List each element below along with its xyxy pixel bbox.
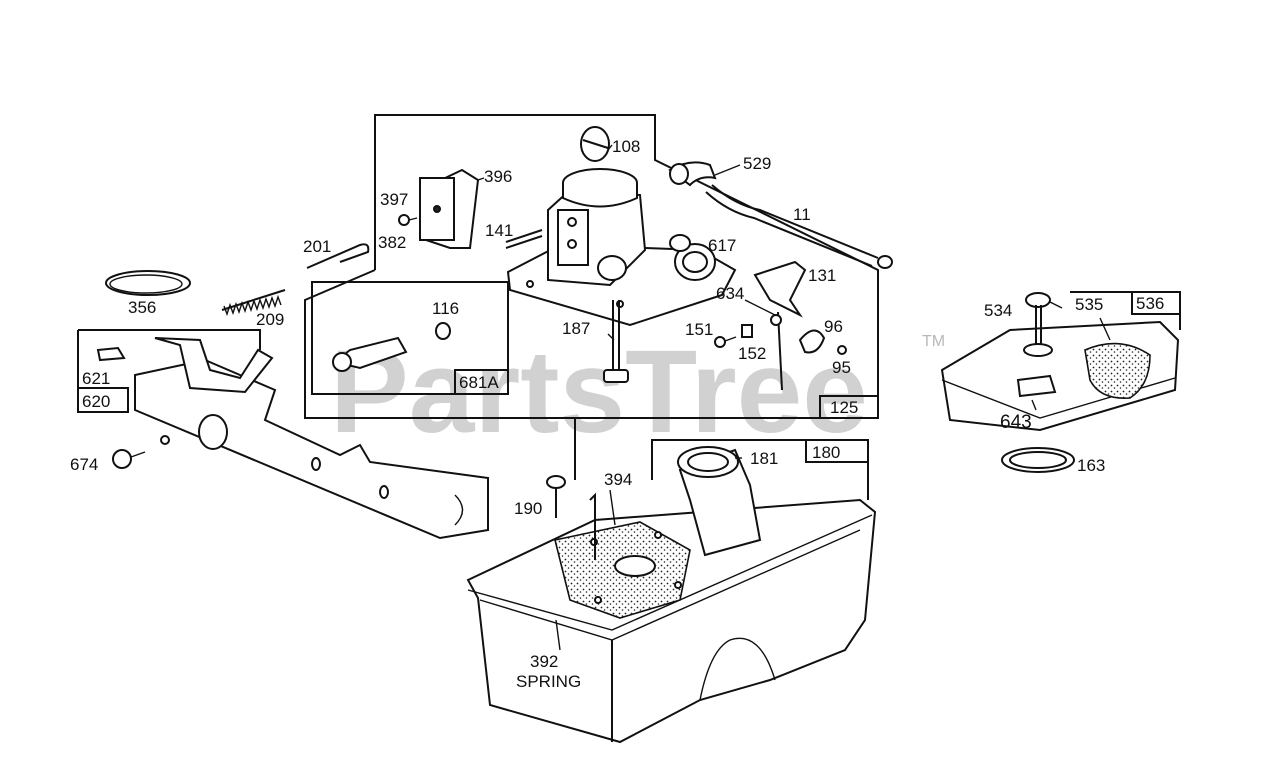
group-frame-left xyxy=(304,269,575,419)
box-180 xyxy=(805,439,869,463)
label-95: 95 xyxy=(832,358,851,377)
label-394: 394 xyxy=(604,470,632,489)
label-190: 190 xyxy=(514,499,542,518)
box-620 xyxy=(77,387,129,413)
element-643 xyxy=(1016,374,1057,398)
screw-151 xyxy=(714,336,726,348)
label-187: 187 xyxy=(562,319,590,338)
box-681a xyxy=(311,281,509,395)
group-frame-125 xyxy=(374,114,879,480)
label-382: 382 xyxy=(378,233,406,252)
label-151: 151 xyxy=(685,320,713,339)
label-356: 356 xyxy=(128,298,156,317)
label-529: 529 xyxy=(743,154,771,173)
screw-190 xyxy=(546,475,566,489)
control-bracket-group xyxy=(77,270,489,540)
label-536: 536 xyxy=(1136,294,1164,313)
shaft-141 xyxy=(505,229,543,243)
label-108: 108 xyxy=(612,137,640,156)
throttle-131 xyxy=(753,260,807,318)
part-labels: 108 529 396 397 382 141 201 617 11 131 6… xyxy=(70,137,1164,691)
label-131: 131 xyxy=(808,266,836,285)
label-11: 11 xyxy=(793,205,811,224)
label-674: 674 xyxy=(70,455,98,474)
box-536 xyxy=(1131,291,1181,315)
label-681a: 681A xyxy=(459,373,499,392)
nozzle-681a xyxy=(332,336,408,370)
spring-209 xyxy=(221,289,286,311)
lever xyxy=(154,337,274,394)
knob-534 xyxy=(1025,292,1051,308)
screw-95 xyxy=(837,345,847,355)
fuel-tank xyxy=(466,498,877,744)
label-209: 209 xyxy=(256,310,284,329)
fuel-pipe-11 xyxy=(711,184,879,259)
label-201: 201 xyxy=(303,237,331,256)
label-617: 617 xyxy=(708,236,736,255)
filter-535 xyxy=(1084,342,1151,399)
carburetor-group xyxy=(304,114,893,480)
label-534: 534 xyxy=(984,301,1012,320)
box-180-frame xyxy=(651,439,869,500)
label-163: 163 xyxy=(1077,456,1105,475)
label-535: 535 xyxy=(1075,295,1103,314)
clip-621 xyxy=(96,346,126,362)
box-125 xyxy=(819,395,879,419)
air-cleaner-group xyxy=(940,291,1181,473)
leader-lines xyxy=(477,144,1111,651)
bushing-152 xyxy=(741,324,753,338)
control-bracket-620 xyxy=(134,358,489,540)
label-141: 141 xyxy=(485,221,513,240)
screw-382 xyxy=(398,214,410,226)
gasket-617 xyxy=(669,234,691,252)
label-396: 396 xyxy=(484,167,512,186)
screw-674 xyxy=(112,449,132,469)
label-152: 152 xyxy=(738,344,766,363)
label-643: 643 xyxy=(1000,412,1032,433)
label-spring: SPRING xyxy=(516,672,581,691)
link-201 xyxy=(306,243,370,269)
label-621: 621 xyxy=(82,369,110,388)
fuel-tank-group xyxy=(466,439,877,744)
label-620: 620 xyxy=(82,392,110,411)
valve-96 xyxy=(798,329,826,354)
spring-356 xyxy=(105,270,191,296)
watermark-trademark: TM xyxy=(922,333,945,350)
label-181: 181 xyxy=(750,449,778,468)
label-116: 116 xyxy=(432,299,459,318)
label-125: 125 xyxy=(830,398,858,417)
label-397: 397 xyxy=(380,190,408,209)
label-180: 180 xyxy=(812,443,840,462)
washer-116 xyxy=(435,322,451,340)
label-634: 634 xyxy=(716,284,744,303)
watermark: PartsTree xyxy=(330,326,868,458)
label-392: 392 xyxy=(530,652,558,671)
label-96: 96 xyxy=(824,317,843,336)
